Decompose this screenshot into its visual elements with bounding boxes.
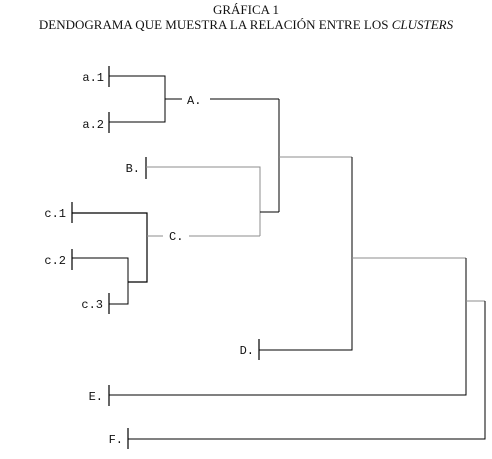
- leaf-label-c3: c.3: [81, 298, 103, 312]
- leaf-label-b: B.: [126, 162, 140, 176]
- leaf-label-a1: a.1: [82, 71, 104, 85]
- branch-f-root: [128, 301, 486, 440]
- leaf-label-f: F.: [109, 433, 123, 447]
- leaf-label-c1: c.1: [44, 207, 66, 221]
- leaf-label-e: E.: [89, 390, 103, 404]
- leaf-label-a2: a.2: [82, 118, 104, 132]
- figure-caption: DENDOGRAMA QUE MUESTRA LA RELACIÓN ENTRE…: [0, 17, 492, 33]
- cluster-label-c: C.: [169, 230, 183, 244]
- branch-a1-a2: [109, 75, 166, 123]
- branch-b-c: [146, 166, 261, 236]
- branch-d: [259, 157, 353, 351]
- branch-c2-c3: [72, 257, 129, 305]
- leaf-label-d: D.: [240, 344, 254, 358]
- branch-e: [109, 258, 467, 396]
- caption-italic: CLUSTERS: [391, 17, 454, 32]
- branch-c1: [72, 212, 148, 283]
- figure-number: GRÁFICA 1: [212, 2, 280, 17]
- leaf-label-c2: c.2: [44, 254, 66, 268]
- caption-main: DENDOGRAMA QUE MUESTRA LA RELACIÓN ENTRE…: [38, 17, 392, 32]
- cluster-label-a: A.: [187, 94, 201, 108]
